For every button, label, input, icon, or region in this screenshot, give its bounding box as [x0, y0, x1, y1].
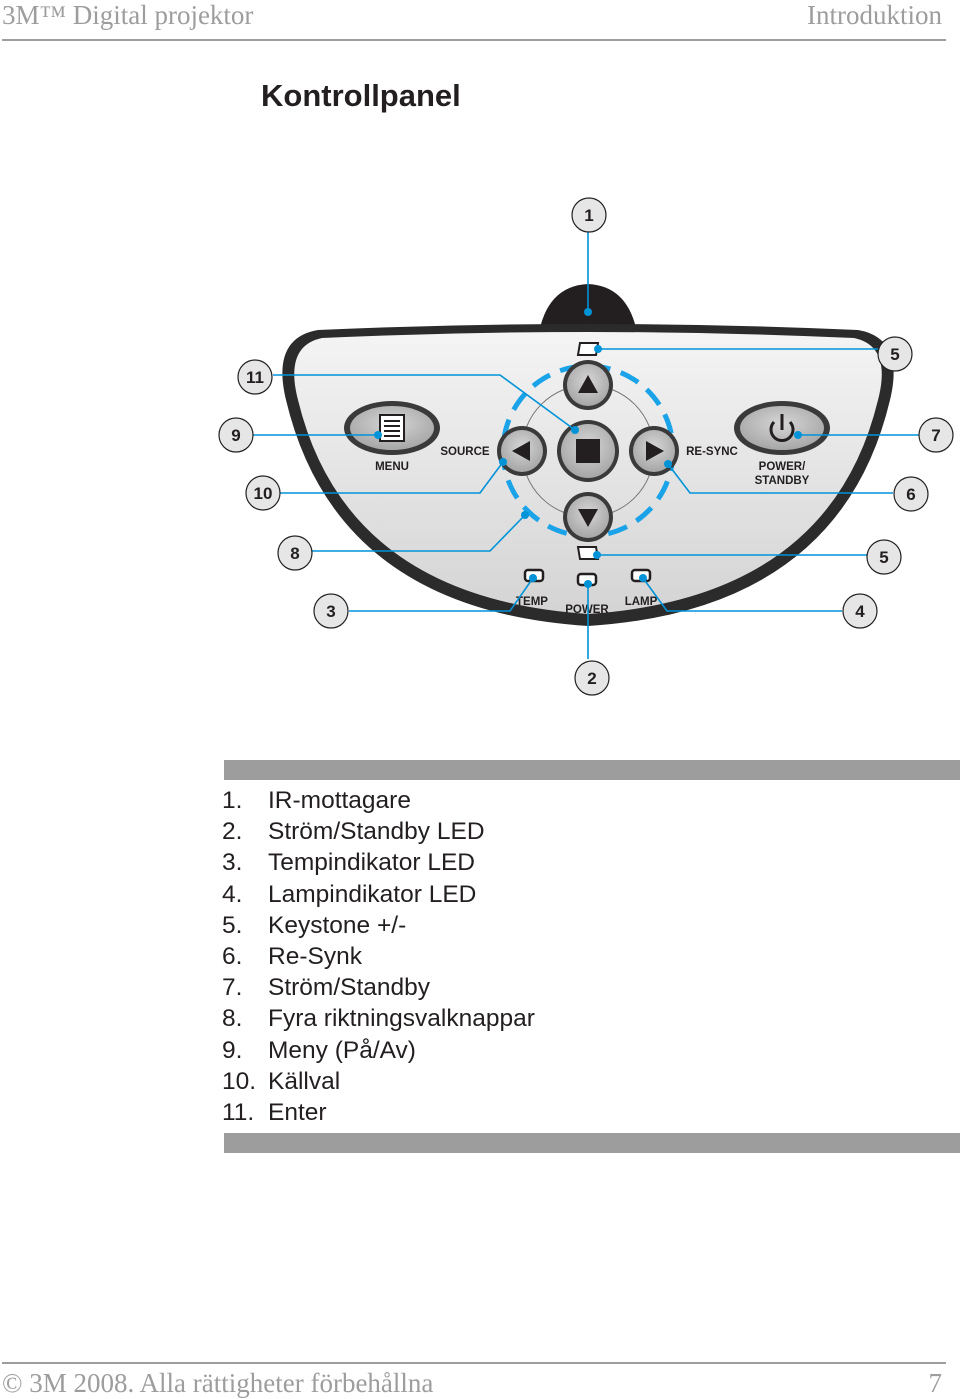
legend-item: 11.Enter	[222, 1099, 327, 1127]
legend-item: 2.Ström/Standby LED	[222, 818, 485, 846]
label-power-standby-2: STANDBY	[755, 475, 810, 487]
legend-bottom-bar	[224, 1133, 960, 1153]
page-number: 7	[928, 1368, 943, 1398]
label-temp: TEMP	[516, 596, 548, 608]
leader-lines	[253, 232, 919, 659]
legend-item: 5.Keystone +/-	[222, 911, 407, 939]
callout-2: 2	[587, 669, 596, 688]
callout-4: 4	[855, 602, 865, 621]
label-resync: RE-SYNC	[686, 446, 738, 458]
callout-1: 1	[584, 206, 593, 225]
menu-icon	[379, 414, 405, 442]
legend-list: 1.IR-mottagare 2.Ström/Standby LED 3.Tem…	[222, 785, 535, 1128]
up-button	[563, 360, 613, 410]
legend-item: 10.Källval	[222, 1067, 341, 1095]
callout-6: 6	[906, 485, 915, 504]
header-title: 3M™ Digital projektor	[2, 0, 254, 30]
callout-5-bottom: 5	[879, 548, 888, 567]
legend-item: 7.Ström/Standby	[222, 974, 431, 1002]
power-icon	[769, 414, 795, 442]
legend-top-bar	[224, 760, 960, 780]
header-rule	[2, 39, 946, 41]
legend-item: 9.Meny (På/Av)	[222, 1036, 416, 1064]
callout-11: 11	[246, 368, 264, 387]
label-power-standby-1: POWER/	[759, 461, 806, 473]
legend-item: 1.IR-mottagare	[222, 787, 411, 814]
callout-10: 10	[254, 484, 273, 503]
legend-item: 6.Re-Synk	[222, 943, 362, 971]
callout-8: 8	[290, 544, 299, 563]
header-section: Introduktion	[807, 0, 942, 30]
label-menu: MENU	[375, 461, 409, 473]
callout-5-top: 5	[890, 345, 899, 364]
footer-copyright: © 3M 2008. Alla rättigheter förbehållna	[2, 1368, 434, 1398]
leader-dots	[374, 308, 802, 588]
label-lamp: LAMP	[625, 596, 658, 608]
keystone-top-icon	[576, 342, 600, 356]
callout-9: 9	[231, 426, 240, 445]
down-button	[563, 492, 613, 542]
legend-item: 8.Fyra riktningsvalknappar	[222, 1005, 535, 1033]
keystone-bottom-icon	[576, 546, 600, 560]
label-source: SOURCE	[440, 446, 490, 458]
callout-7: 7	[931, 426, 940, 445]
footer-rule	[2, 1362, 946, 1364]
enter-button	[557, 420, 619, 482]
callout-3: 3	[326, 602, 335, 621]
legend-item: 4.Lampindikator LED	[222, 880, 477, 908]
legend-item: 3.Tempindikator LED	[222, 849, 475, 877]
callout-circles	[218, 197, 954, 696]
page-title: Kontrollpanel	[261, 78, 461, 113]
left-button	[497, 426, 547, 476]
control-panel-diagram: MENU SOURCE RE-SYNC POWER/ STANDBY TEMP …	[218, 197, 954, 696]
